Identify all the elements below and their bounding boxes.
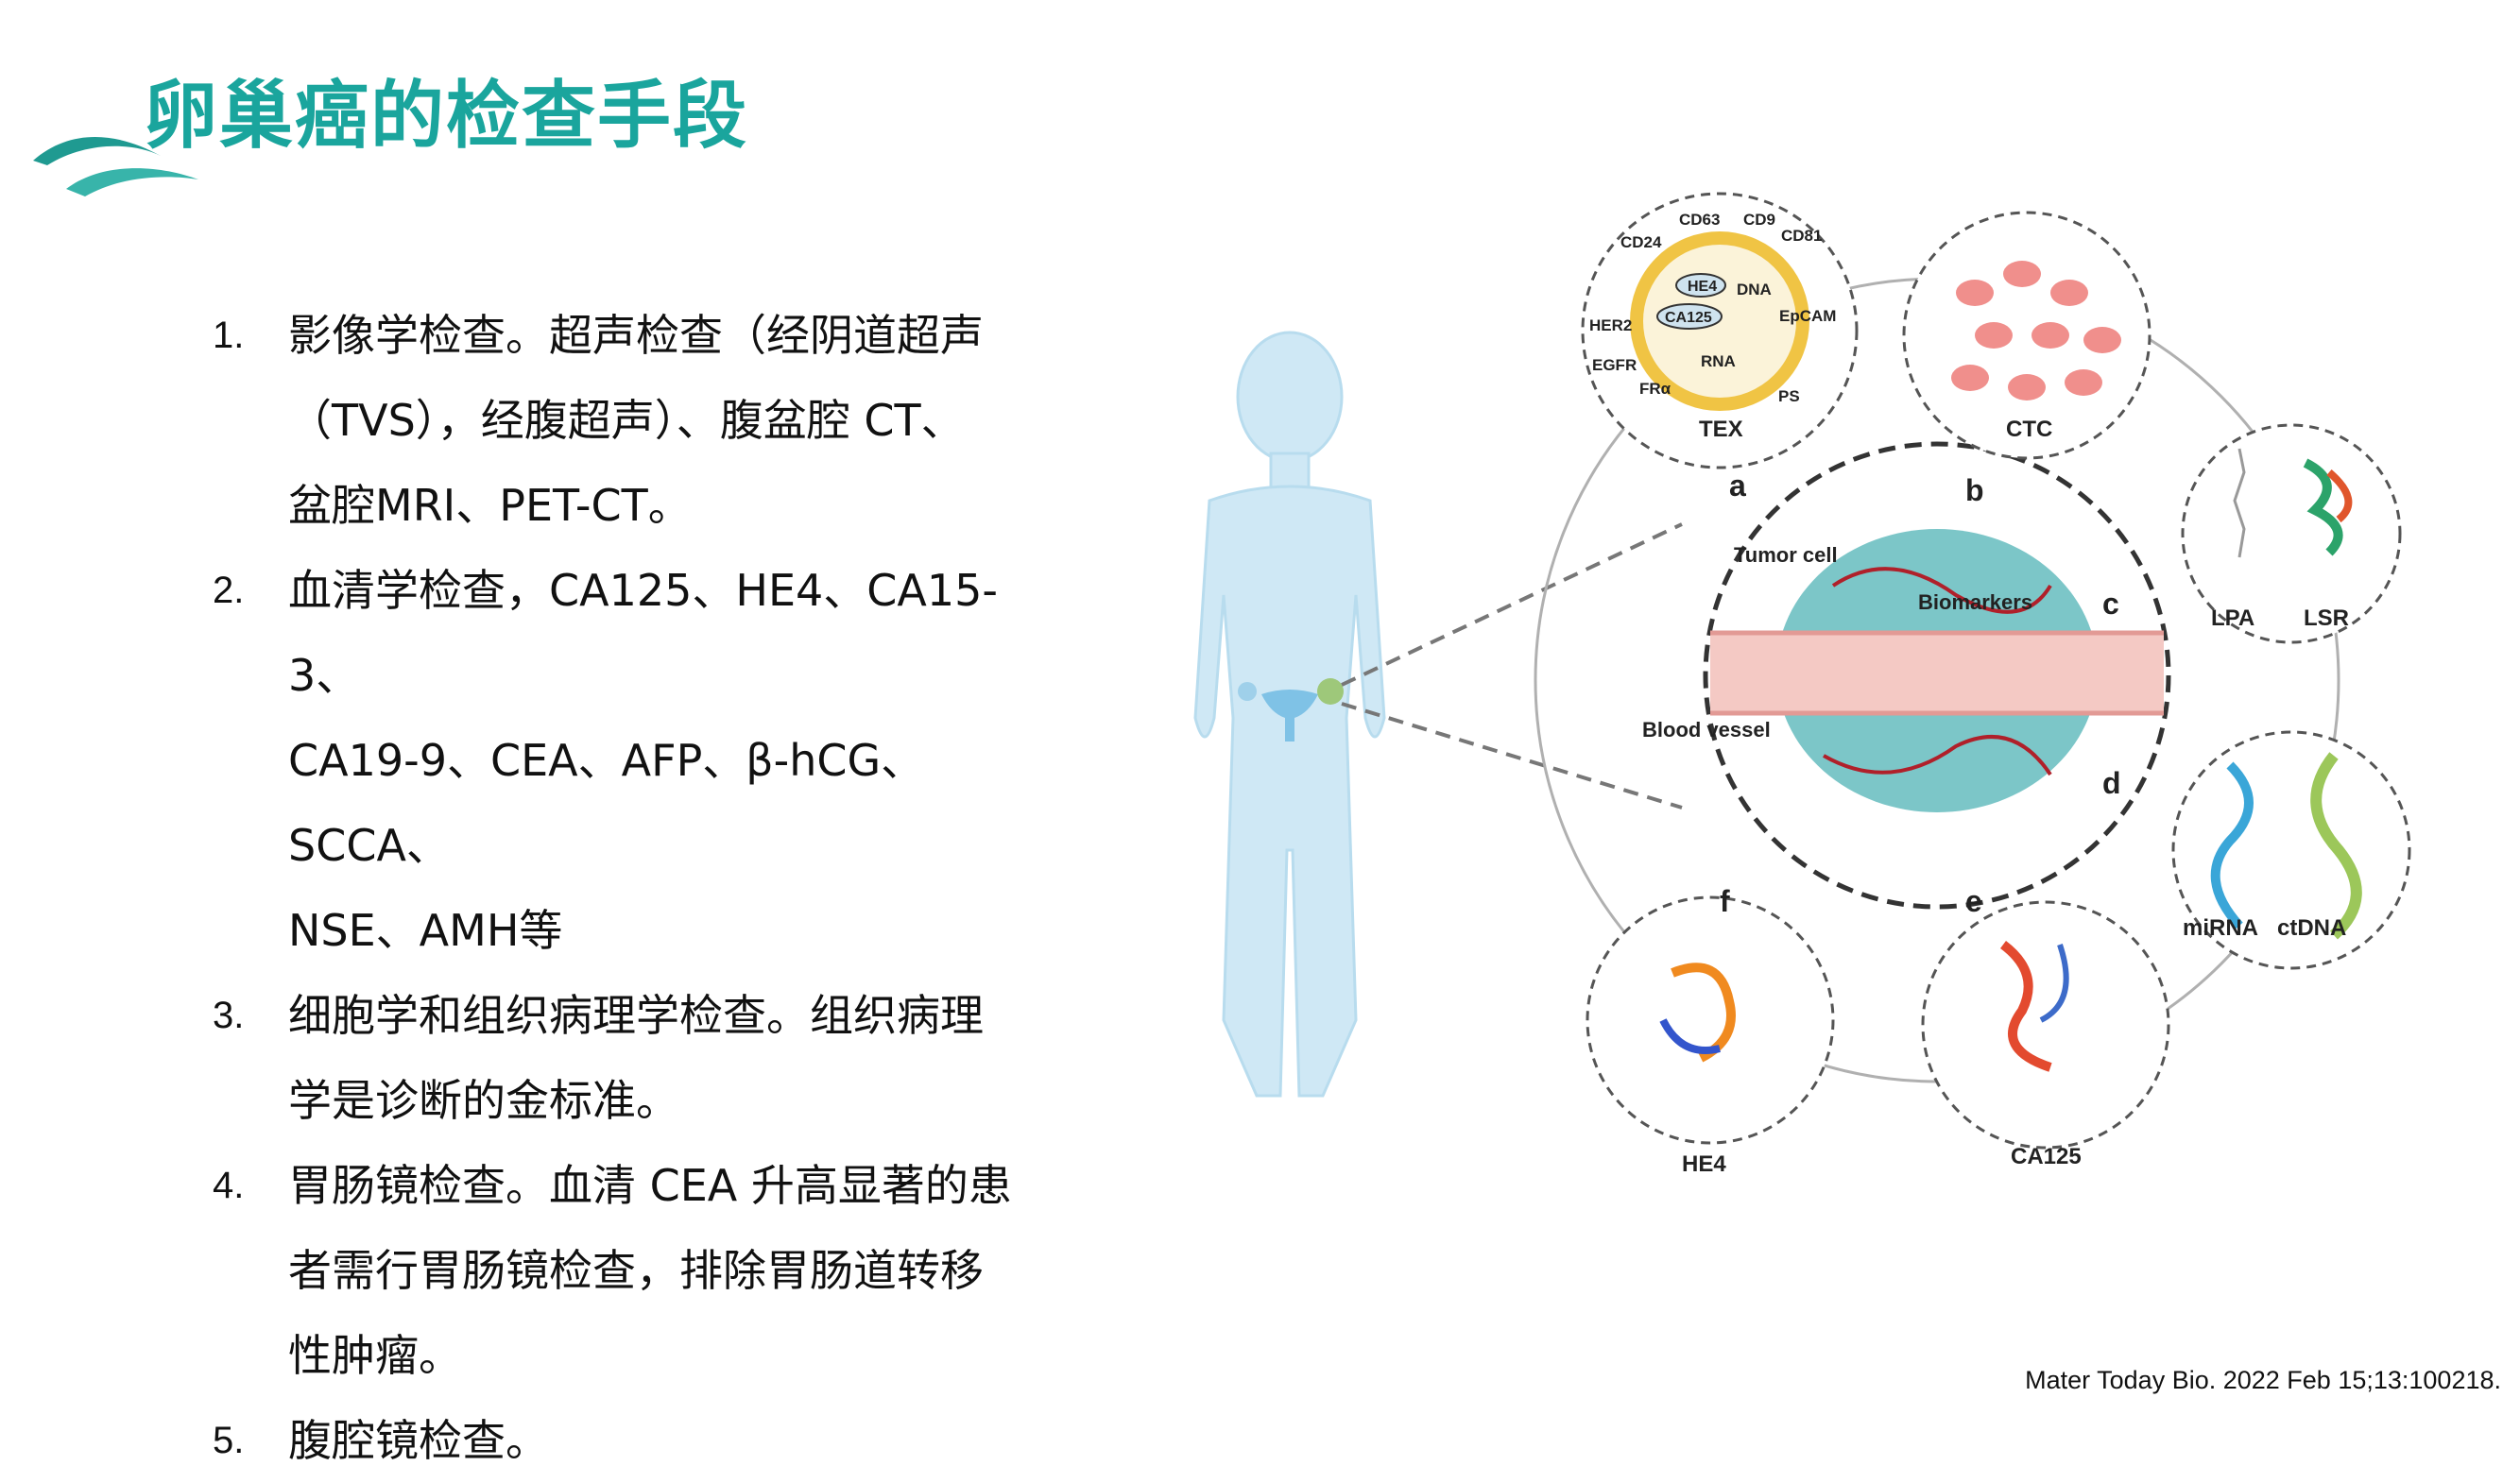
- tex-marker: CD9: [1743, 211, 1775, 229]
- he4-label: HE4: [1682, 1151, 1726, 1177]
- panel-letter: d: [2102, 766, 2121, 800]
- tex-marker: CA125: [1665, 310, 1712, 326]
- item-number: 3.: [213, 995, 245, 1036]
- lpa-lsr-node: LPA LSR: [2181, 423, 2402, 644]
- he4-node: HE4: [1586, 895, 1835, 1177]
- panel-letter: e: [1965, 884, 1982, 918]
- tex-marker: HER2: [1589, 316, 1632, 334]
- list-item: 2. 血清学检查，CA125、HE4、CA15-3、 CA19-9、CEA、AF…: [213, 548, 1063, 973]
- tumor-cell-label: Tumor cell: [1734, 543, 1838, 567]
- list-item: 5. 腹腔镜检查。: [213, 1398, 1063, 1483]
- item-number: 1.: [213, 315, 245, 356]
- ctc-node: CTC: [1902, 211, 2151, 460]
- tex-marker: CD81: [1781, 227, 1822, 245]
- list-item: 1. 影像学检查。超声检查（经阴道超声 （TVS），经腹超声）、腹盆腔 CT、 …: [213, 293, 1063, 548]
- lpa-label: LPA: [2211, 605, 2254, 631]
- tex-marker: RNA: [1701, 352, 1736, 370]
- tex-marker: DNA: [1737, 281, 1772, 298]
- tex-marker: HE4: [1688, 279, 1717, 295]
- uterus-icon: [1238, 678, 1344, 742]
- page-title: 卵巢癌的检查手段: [144, 74, 749, 159]
- list-item: 4. 胃肠镜检查。血清 CEA 升高显著的患 者需行胃肠镜检查，排除胃肠道转移 …: [213, 1143, 1063, 1398]
- ctc-label: CTC: [2006, 417, 2052, 442]
- tex-label: TEX: [1699, 417, 1743, 442]
- tex-marker: EpCAM: [1779, 307, 1836, 325]
- panel-letter: f: [1720, 884, 1730, 918]
- ca125-label: CA125: [2011, 1144, 2082, 1169]
- biomarkers-label: Biomarkers: [1918, 590, 2032, 614]
- blood-vessel-label: Blood vessel: [1642, 718, 1771, 742]
- nucleic-acid-node: miRNA ctDNA: [2171, 730, 2411, 970]
- item-text: 影像学检查。超声检查（经阴道超声 （TVS），经腹超声）、腹盆腔 CT、 盆腔M…: [288, 310, 984, 531]
- item-text: 胃肠镜检查。血清 CEA 升高显著的患 者需行胃肠镜检查，排除胃肠道转移 性肿瘤…: [288, 1160, 1012, 1381]
- item-text: 腹腔镜检查。: [288, 1415, 549, 1466]
- panel-letter: b: [1965, 473, 1984, 507]
- panel-letter: c: [2102, 587, 2119, 621]
- tex-marker: FRα: [1639, 380, 1671, 398]
- item-number: 4.: [213, 1165, 245, 1206]
- logo-waves: [33, 137, 198, 196]
- lsr-label: LSR: [2304, 605, 2349, 631]
- citation: Mater Today Bio. 2022 Feb 15;13:100218.: [2025, 1366, 2501, 1394]
- exam-list: 1. 影像学检查。超声检查（经阴道超声 （TVS），经腹超声）、腹盆腔 CT、 …: [213, 293, 1063, 1483]
- item-text: 细胞学和组织病理学检查。组织病理 学是诊断的金标准。: [288, 990, 984, 1126]
- tex-marker: EGFR: [1592, 356, 1637, 374]
- item-text: 血清学检查，CA125、HE4、CA15-3、 CA19-9、CEA、AFP、β…: [288, 565, 999, 956]
- tex-marker: PS: [1778, 387, 1800, 405]
- biomarker-figure: Tumor cell Biomarkers Blood vessel CD63 …: [1193, 192, 2411, 1177]
- tumor-center: Tumor cell Biomarkers Blood vessel: [1642, 441, 2171, 910]
- tex-marker: CD24: [1620, 233, 1662, 251]
- tex-marker: CD63: [1679, 211, 1720, 229]
- item-number: 2.: [213, 570, 245, 611]
- item-number: 5.: [213, 1420, 245, 1461]
- human-silhouette: [1193, 331, 1386, 1098]
- panel-letter: a: [1729, 469, 1746, 503]
- tex-node: CD63 CD9 CD24 CD81 HE4 DNA CA125 EpCAM H…: [1581, 192, 1859, 469]
- ca125-node: CA125: [1921, 900, 2170, 1169]
- list-item: 3. 细胞学和组织病理学检查。组织病理 学是诊断的金标准。: [213, 973, 1063, 1143]
- mirna-label: miRNA: [2183, 915, 2258, 941]
- ctdna-label: ctDNA: [2277, 915, 2346, 941]
